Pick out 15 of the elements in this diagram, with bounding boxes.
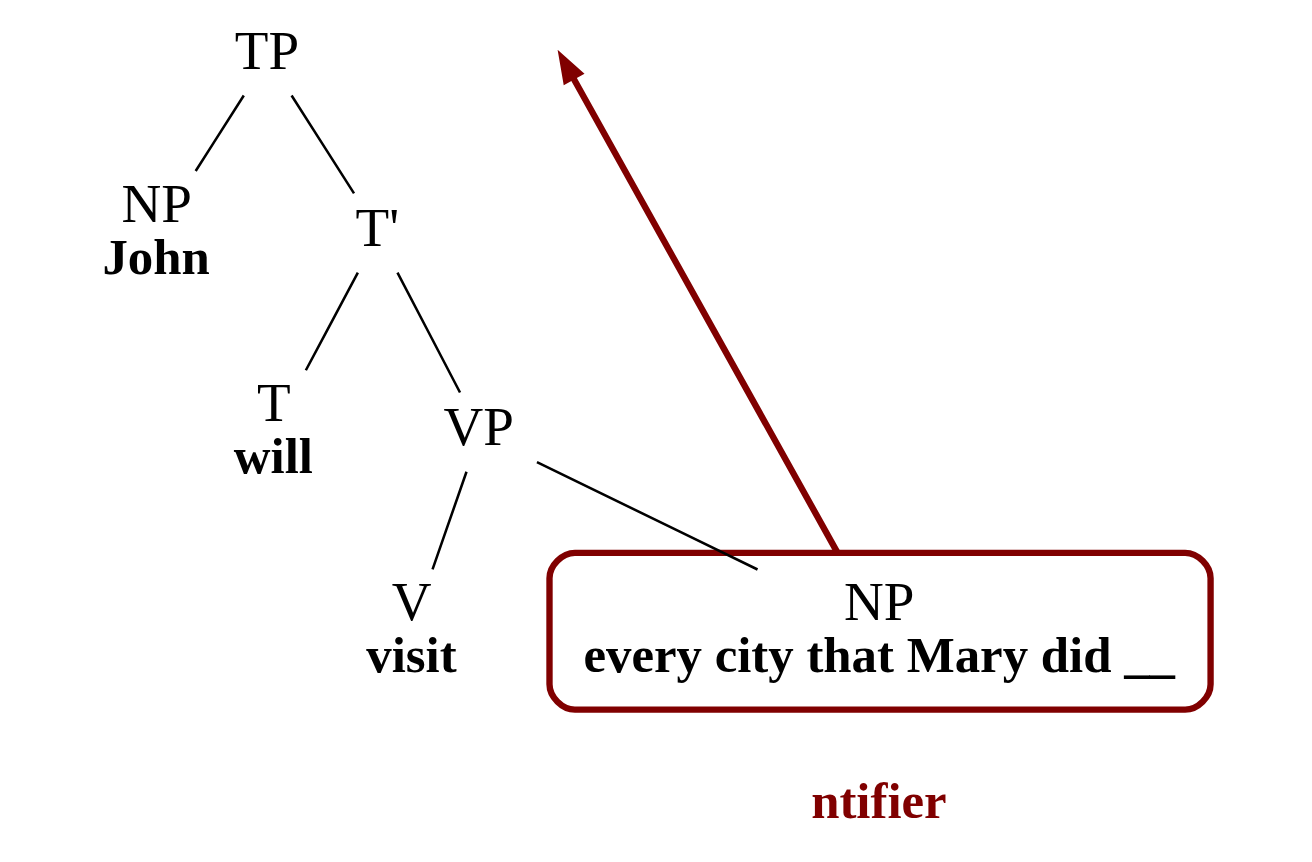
connector (194, 94, 245, 172)
node-text: T' (355, 197, 399, 259)
connector (430, 471, 468, 570)
connector (304, 272, 359, 371)
node-text: NP every city that Mary did __ (582, 571, 1175, 683)
node-text: VP (443, 396, 514, 458)
connector (535, 460, 758, 571)
connector (290, 94, 355, 195)
node-text: TP (234, 20, 299, 82)
node-text: T will (233, 372, 313, 484)
label: ntifier (810, 773, 947, 830)
cluster (545, 549, 1214, 713)
node-text: NP John (101, 172, 210, 285)
connector (395, 272, 461, 394)
node-text: V visit (365, 571, 457, 683)
